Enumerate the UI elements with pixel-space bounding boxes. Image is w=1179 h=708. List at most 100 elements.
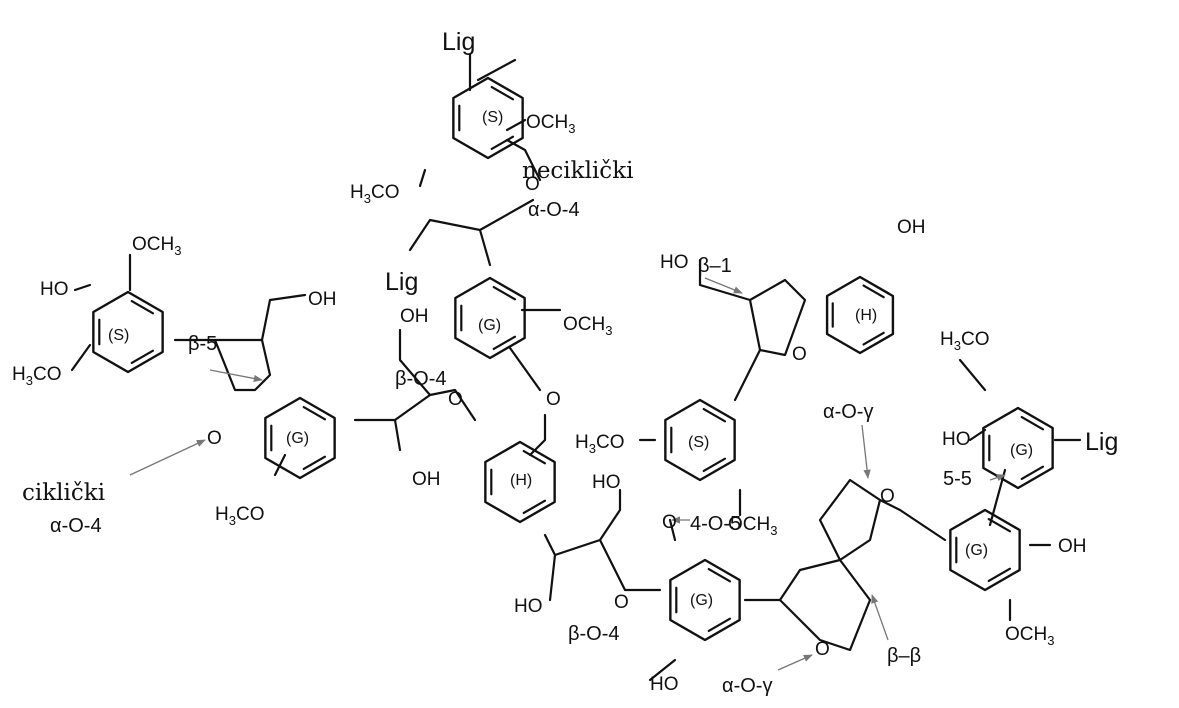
bond-ether-h: [528, 413, 547, 457]
label-cyclic-bond: α-O-4: [50, 515, 102, 537]
label-alpha-o-gamma-upper: α-O-γ: [823, 401, 873, 423]
lig-right: Lig: [1085, 428, 1118, 456]
unit-left-g: (G): [286, 430, 309, 447]
unit-upper-h: (H): [855, 307, 877, 324]
ring-top-s-double-bond: [490, 85, 515, 101]
atom-o-noncyclic: O: [525, 174, 540, 195]
bond-beta-o4-upper-chain: [353, 328, 477, 452]
atom-o-furofuran-upper: O: [880, 486, 895, 507]
ring-left-s-double-bond: [130, 299, 155, 315]
ome-top-s-left: H3CO: [350, 182, 399, 206]
bond-lower-g-oh: [648, 658, 677, 682]
atom-o-beta-o4-lower: O: [614, 592, 629, 613]
ome-center-s-left: H3CO: [575, 432, 624, 456]
oh-alpha-lower: HO: [514, 596, 543, 617]
oh-upper-chain: OH: [400, 306, 429, 327]
ring-left-s-double-bond: [130, 349, 155, 365]
ring-upper-g-double-bond: [492, 335, 517, 351]
oh-right-upper-g: HO: [942, 429, 971, 450]
bond-lig-top: [468, 53, 517, 92]
unit-left-s: (S): [108, 327, 129, 344]
ring-right-upper-g-double-bond: [1020, 415, 1045, 431]
bond-top-s-ome-left: [418, 168, 427, 188]
ring-upper-g-double-bond: [492, 285, 517, 301]
label-beta-beta: β–β: [887, 645, 921, 667]
bond-beta1-ring: [698, 258, 807, 357]
lig-middle: Lig: [385, 268, 418, 296]
unit-lower-g: (G): [690, 592, 713, 609]
ring-center-s-double-bond: [702, 457, 727, 473]
label-alpha-o-gamma-lower: α-O-γ: [722, 675, 772, 697]
arrow-5-5: [989, 474, 1006, 482]
bond-h-ring-lower-chain: [543, 488, 662, 602]
ring-lower-g-double-bond: [707, 567, 732, 583]
bond-s-center-up: [733, 348, 762, 402]
ring-center-h-double-bond: [522, 449, 547, 465]
atom-o-furofuran-lower: O: [815, 639, 830, 660]
ring-left-g: [264, 396, 336, 480]
arrow-alpha-o-gamma-lower: [777, 654, 813, 671]
bond-dihydrofuran: [213, 293, 307, 392]
label-cyclic-title: ciklički: [22, 480, 105, 506]
bond-right-upper-g-oh: [968, 428, 987, 442]
label-noncyclic-title: neciklički: [522, 158, 634, 184]
unit-upper-g: (G): [478, 317, 501, 334]
unit-center-s: (S): [688, 434, 709, 451]
oh-lower-g: HO: [650, 674, 679, 695]
oh-right-lower-g: OH: [1058, 536, 1087, 557]
label-5-5: 5-5: [943, 468, 972, 490]
ring-center-h-double-bond: [522, 499, 547, 515]
linkage-arrows: [129, 277, 1006, 671]
label-beta-5: β-5: [188, 333, 217, 355]
bond-top-s-o: [505, 138, 542, 182]
bond-noncyclic-chain: [408, 198, 535, 267]
bond-left-s-oh: [73, 283, 92, 292]
atom-o-4o5: O: [662, 512, 677, 533]
ring-lower-g: [669, 558, 741, 642]
ring-upper-g: [454, 276, 526, 360]
ring-top-s-double-bond: [490, 135, 515, 151]
oh-upper-h: OH: [897, 217, 926, 238]
ring-upper-h: [825, 275, 895, 355]
aromatic-rings: [92, 76, 1054, 642]
ome-right-lower-g: OCH3: [1005, 624, 1054, 648]
label-beta-1: β–1: [698, 255, 732, 277]
label-noncyclic-bond: α-O-4: [528, 199, 580, 221]
ome-center-s: OCH3: [728, 514, 777, 538]
lig-top: Lig: [442, 28, 475, 56]
ring-right-lower-g-double-bond: [987, 567, 1012, 583]
label-beta-o4-upper: β-O-4: [395, 368, 447, 390]
bonds: [70, 53, 1082, 682]
ring-upper-h-double-bond: [862, 331, 885, 346]
atom-o-beta-o4-upper: O: [448, 389, 463, 410]
ring-center-h: [484, 440, 556, 524]
bond-upper-g-o: [508, 346, 542, 392]
ring-center-s: [664, 398, 736, 482]
ome-left-s-top: OCH3: [132, 234, 181, 258]
ring-lower-g-double-bond: [707, 617, 732, 633]
arrow-beta-1: [704, 277, 743, 294]
ome-right-upper-g: H3CO: [940, 329, 989, 353]
bond-furofuran: [778, 478, 947, 652]
atom-o-dihydrofuran: O: [207, 428, 222, 449]
oh-left-s: HO: [40, 279, 69, 300]
bond-top-s-ome-right: [505, 118, 527, 132]
ring-right-lower-g-double-bond: [987, 517, 1012, 533]
bond-right-upper-g-ome: [958, 358, 987, 392]
label-4-o-5: 4-O-5: [690, 513, 741, 535]
oh-dihydrofuran: OH: [308, 289, 337, 310]
bond-lower-g-4o5: [668, 518, 677, 542]
arrow-alpha-o-gamma-upper: [861, 424, 871, 479]
labels: Lig Lig Lig (S) (S) (G) (G) (H) (S) (G) …: [12, 28, 1118, 697]
oh-gamma-lower: HO: [592, 472, 621, 493]
unit-right-lower-g: (G): [965, 542, 988, 559]
ring-right-upper-g: [982, 406, 1054, 490]
ring-upper-h-double-bond: [862, 284, 885, 299]
unit-center-h: (H): [510, 472, 532, 489]
bond-left-s-ome2: [70, 343, 92, 372]
bond-g-ring-left-ome: [273, 453, 287, 477]
arrow-beta-5: [209, 369, 263, 383]
ome-left-g: H3CO: [215, 504, 264, 528]
ring-top-s: [452, 76, 524, 160]
